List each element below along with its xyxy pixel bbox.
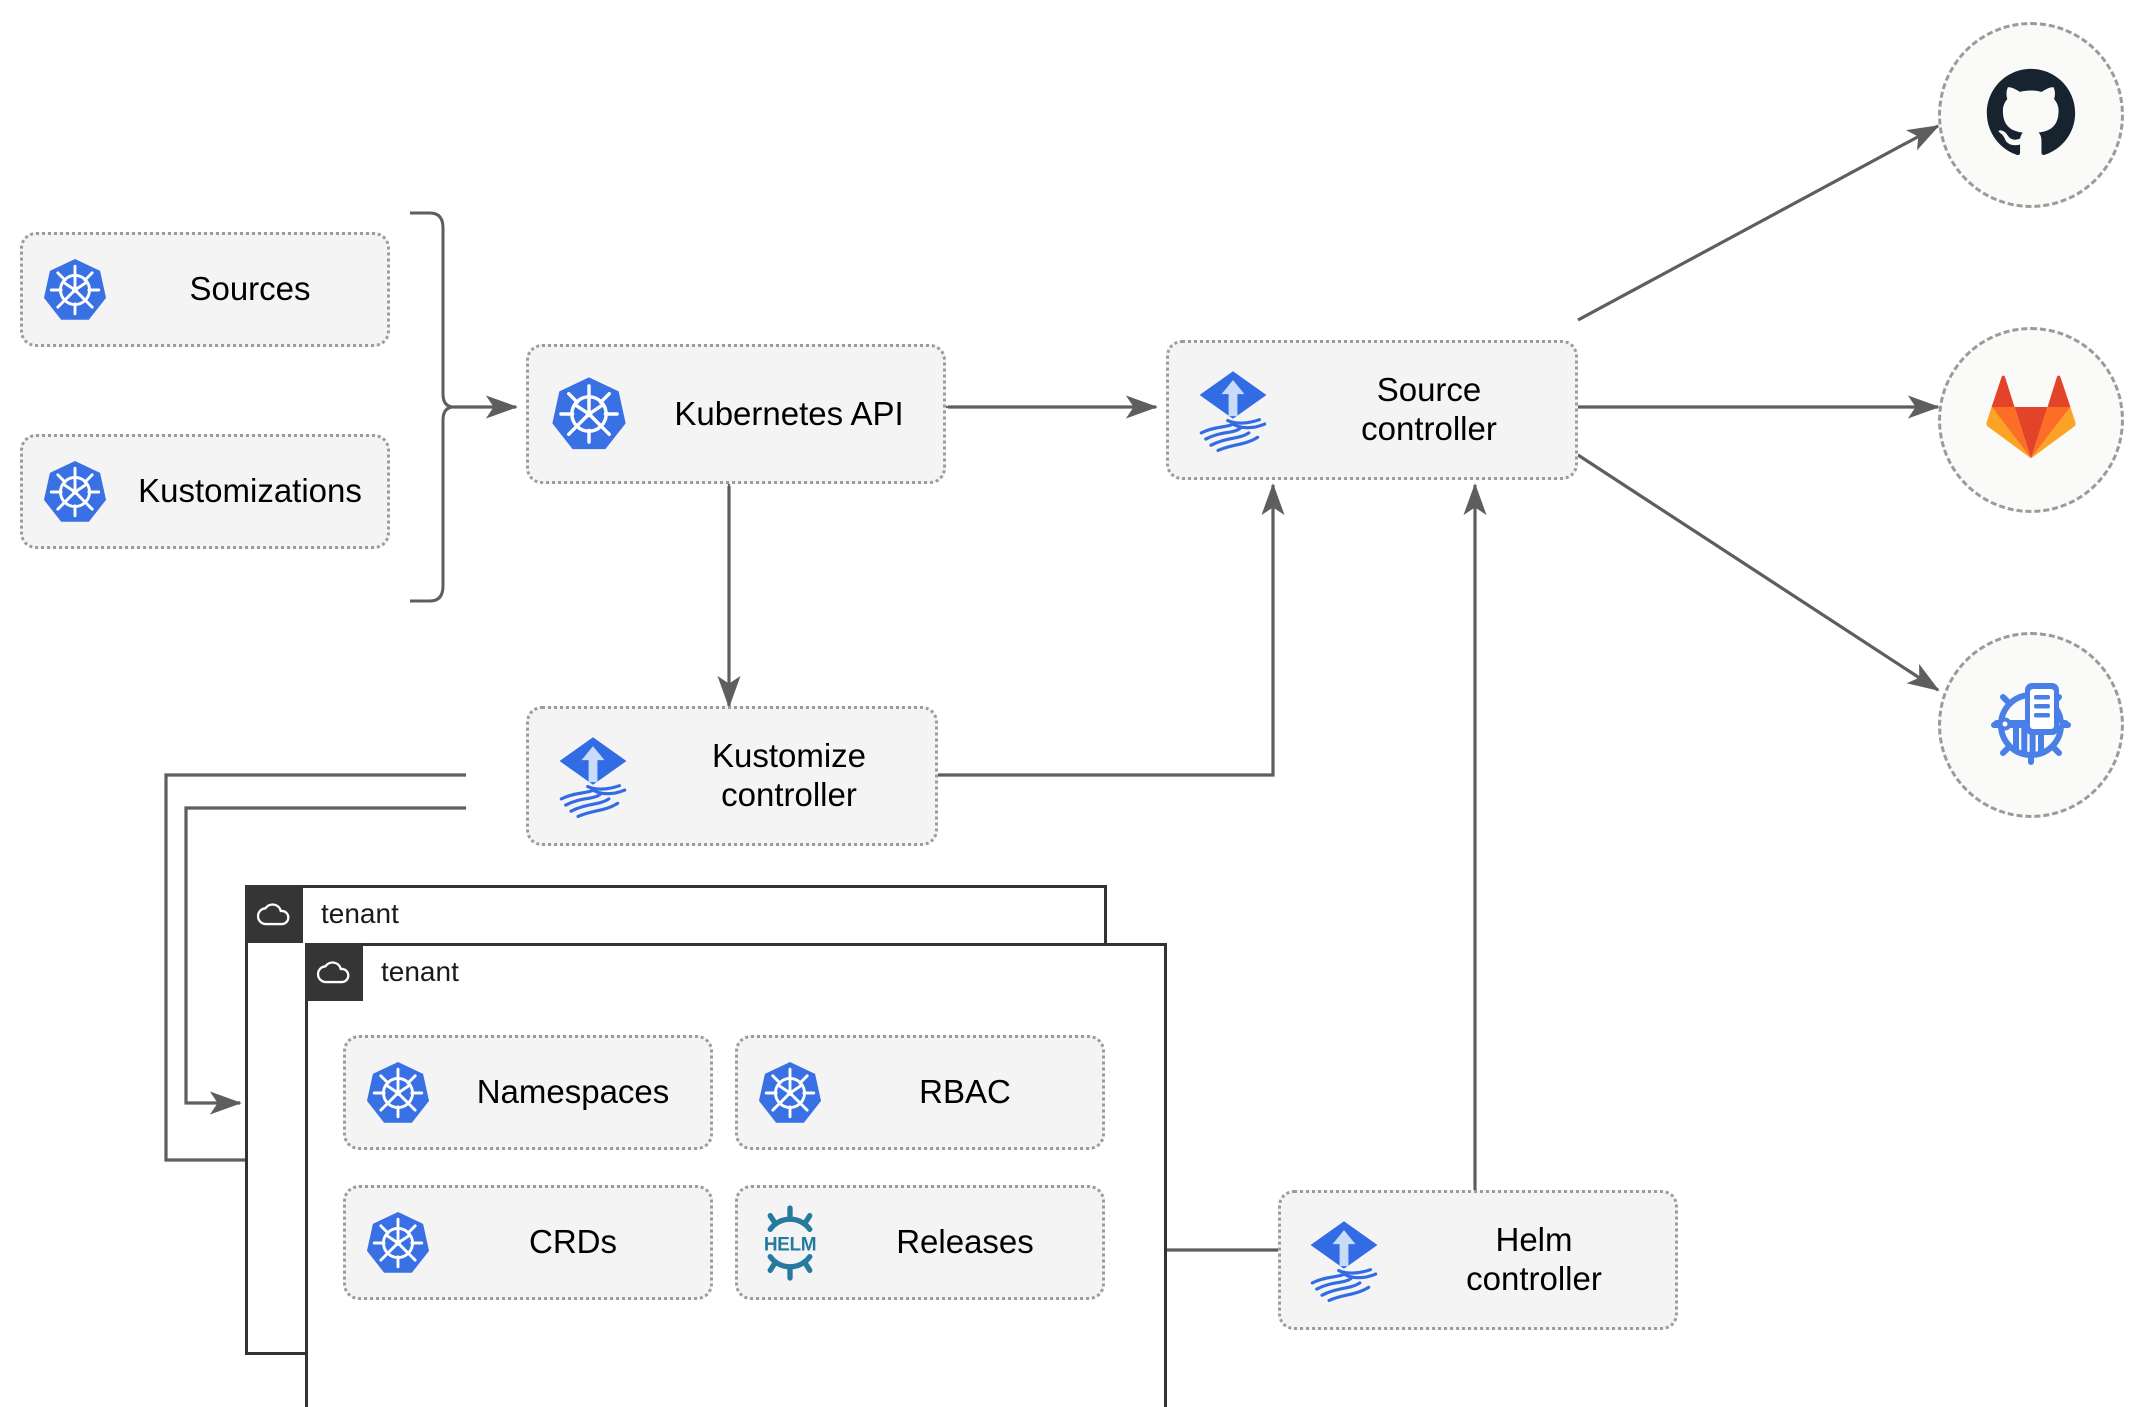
kubernetes-icon	[346, 1060, 450, 1126]
tenant-container-inner[interactable]: tenant	[305, 943, 1167, 1407]
svg-text:HELM: HELM	[764, 1234, 816, 1255]
cloud-icon	[245, 885, 303, 943]
tenant-label: tenant	[321, 898, 399, 929]
card-sources[interactable]: Sources	[20, 232, 390, 347]
flux-icon	[529, 732, 657, 820]
kubernetes-icon	[346, 1210, 450, 1276]
card-label: Sources	[189, 270, 311, 308]
provider-helm-repository[interactable]	[1938, 632, 2124, 818]
tenant-header: tenant	[245, 885, 399, 943]
card-source-controller[interactable]: Source controller	[1166, 340, 1578, 480]
tenant-label: tenant	[381, 956, 459, 987]
card-kustomizations[interactable]: Kustomizations	[20, 434, 390, 549]
card-rbac[interactable]: RBAC	[735, 1035, 1105, 1150]
flux-icon	[1169, 366, 1297, 454]
card-namespaces[interactable]: Namespaces	[343, 1035, 713, 1150]
card-releases[interactable]: HELM Releases	[735, 1185, 1105, 1300]
provider-github[interactable]	[1938, 22, 2124, 208]
tenant-header: tenant	[305, 943, 459, 1001]
kubernetes-icon	[23, 257, 127, 323]
gitlab-icon	[1985, 374, 2077, 467]
kubernetes-icon	[738, 1060, 842, 1126]
card-crds[interactable]: CRDs	[343, 1185, 713, 1300]
card-helm-controller[interactable]: Helm controller	[1278, 1190, 1678, 1330]
card-label: Source controller	[1361, 371, 1497, 447]
cloud-icon	[305, 943, 363, 1001]
kubernetes-icon	[529, 375, 649, 453]
card-label: Helm controller	[1466, 1221, 1602, 1297]
card-label: Releases	[896, 1223, 1034, 1261]
card-label: Namespaces	[476, 1073, 670, 1111]
card-label: Kubernetes API	[674, 394, 904, 432]
card-kubernetes-api[interactable]: Kubernetes API	[526, 344, 946, 484]
card-label: Kustomize controller	[711, 737, 867, 813]
card-kustomize-controller[interactable]: Kustomize controller	[526, 706, 938, 846]
card-label: CRDs	[529, 1223, 617, 1261]
card-label: RBAC	[919, 1073, 1011, 1111]
kubernetes-icon	[23, 459, 127, 525]
helm-repository-icon	[1981, 673, 2081, 778]
card-label: Kustomizations	[138, 472, 362, 510]
flux-icon	[1281, 1216, 1407, 1304]
github-icon	[1983, 65, 2079, 166]
helm-icon: HELM	[738, 1204, 842, 1281]
provider-gitlab[interactable]	[1938, 327, 2124, 513]
